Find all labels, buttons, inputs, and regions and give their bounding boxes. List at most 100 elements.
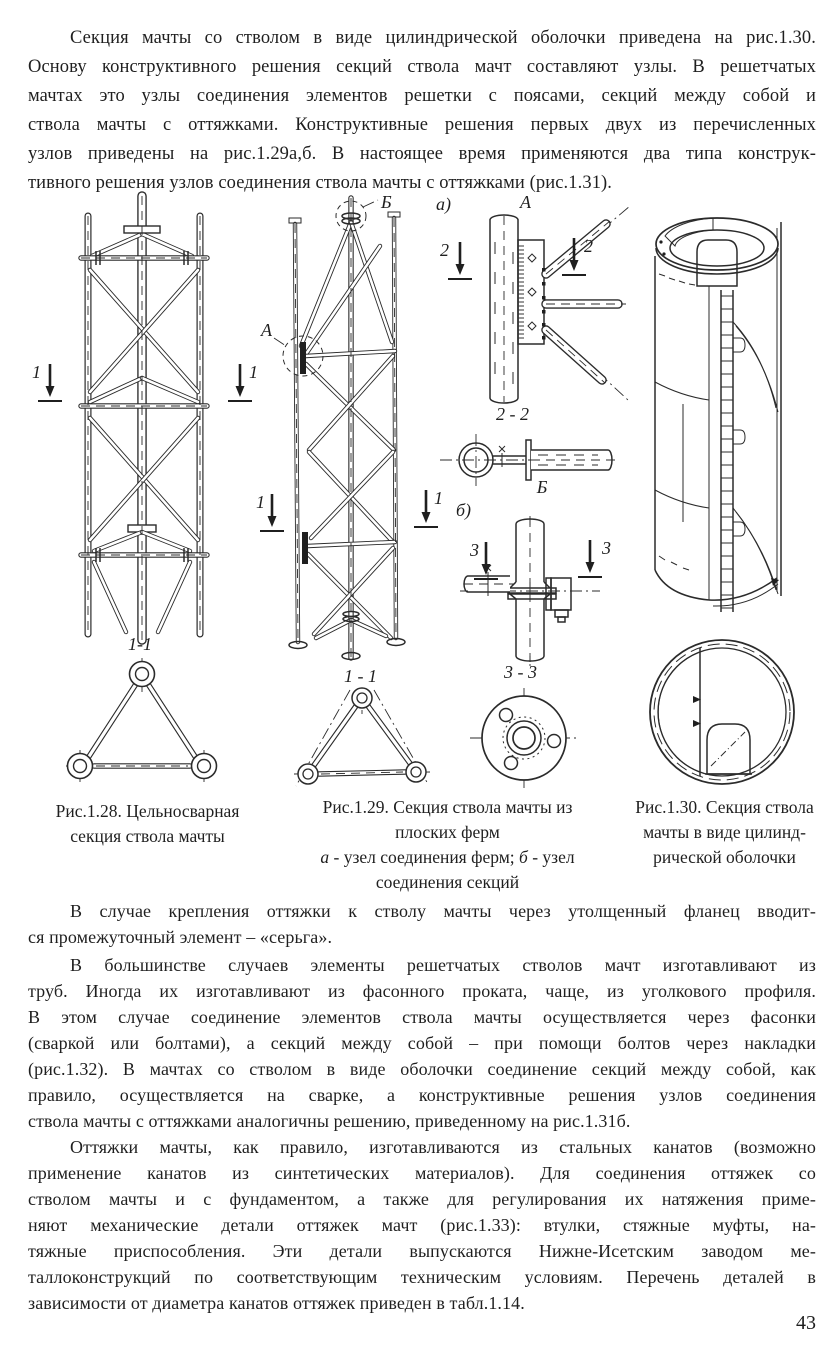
chord-tube [351, 687, 373, 709]
bolt [546, 733, 562, 749]
node-a-label: А [260, 320, 273, 340]
paragraph-intro: Секция мачты со стволом в виде цилиндрич… [28, 24, 816, 198]
node-b-title: Б [536, 477, 548, 497]
sub-b-key: б [519, 847, 528, 867]
page-number: 43 [796, 1312, 816, 1334]
paragraph-tubes: В большинстве случаев элементы решетчаты… [28, 952, 816, 1134]
section-marker-3-left: 3 [469, 540, 500, 581]
fig-1-29-section-drawing [293, 687, 431, 787]
fig-1-28-caption: Рис.1.28. Цельносварная секция ствола ма… [55, 801, 240, 846]
access-opening [696, 239, 738, 287]
rim-hatch [664, 217, 714, 247]
weld-dashes [658, 273, 696, 571]
text-line: В этом случае соединение элементов ствол… [28, 1007, 816, 1027]
tower-foot [288, 640, 308, 650]
lattice-tower-trussed [288, 195, 406, 661]
section-marker-label: 2 [584, 236, 593, 256]
paragraph-guys: Оттяжки мачты, как правило, изготавливаю… [28, 1134, 816, 1316]
chord-tube [128, 660, 156, 688]
mast-tube [509, 518, 551, 662]
fig-1-30-caption: Рис.1.30. Секция ствола мачты в виде цил… [635, 797, 814, 867]
sub-a-key: а [320, 847, 330, 867]
fig-1-29a-node-detail-drawing: а) А [436, 192, 631, 404]
fig-1-29-elevation-drawing: Б А 1 1 [256, 192, 443, 661]
fig-1-29b-node-detail-drawing: б) [456, 500, 611, 666]
fig-1-28-section-drawing [66, 658, 218, 782]
fig-3-3-section-drawing [470, 688, 578, 790]
section-marker-1-left: 1 [32, 362, 64, 403]
stub-tube [463, 564, 514, 596]
section-marker-2-right: 2 [560, 236, 593, 277]
center-hole [512, 726, 536, 750]
section-marker-label: 2 [440, 240, 449, 260]
fig-1-28-elevation-drawing: 1 1 [32, 191, 258, 645]
fig-2-2-section-drawing [440, 434, 616, 486]
text-line: применение канатов из синтетических мате… [28, 1163, 816, 1183]
text-line: В большинстве случаев элементы решетчаты… [70, 955, 816, 975]
sub-a-text: - узел соединения ферм; [329, 847, 520, 867]
flange-plate-lower [507, 593, 557, 600]
bolt-assembly [545, 577, 572, 623]
section-label-1-1: 1-1 [128, 634, 152, 654]
text-line: Оттяжки мачты, как правило, изготавливаю… [70, 1137, 816, 1157]
text-line: В случае крепления оттяжки к стволу мачт… [70, 901, 816, 921]
hatched-segment [657, 651, 701, 773]
chord-tube [405, 761, 427, 783]
section-marker-label: 1 [256, 492, 265, 512]
bolt [498, 707, 514, 723]
leg-ring [458, 442, 494, 478]
shell-front-panel [655, 256, 709, 600]
branch-tubes [541, 219, 626, 385]
section-marker-2-left: 2 [440, 240, 474, 281]
text-line: правило, осуществляется на сварке, а кон… [28, 1085, 816, 1105]
chord-tube [66, 752, 94, 780]
section-label-3-3: 3 - 3 [504, 662, 537, 682]
fig-1-29-caption-sub-line2: соединения секций [375, 872, 520, 892]
paragraph-shackle: В случае крепления оттяжки к стволу мачт… [28, 898, 816, 950]
chord-tube [190, 752, 218, 780]
tower-foot [386, 637, 406, 647]
node-a-title: А [519, 192, 532, 212]
text-line: тивного решения узлов соединения ствола … [28, 173, 613, 193]
section-marker-1-right: 1 [412, 488, 443, 529]
splice-flanges [95, 251, 189, 562]
text-line: ствола мачты с оттяжками. Конструктивные… [28, 115, 816, 135]
text-line: (рис.1.32). В мачтах со стволом в виде о… [28, 1059, 816, 1079]
view-b-label: б) [456, 500, 471, 521]
bolt [503, 755, 519, 771]
section-marker-label: 1 [32, 362, 41, 382]
section-marker-label: 1 [434, 488, 443, 508]
section-label-2-2: 2 - 2 [496, 404, 529, 424]
fig-1-30-cylinder-drawing [654, 217, 782, 612]
cable-run [732, 507, 777, 591]
text-line: труб. Иногда их изготавливают из фасонно… [28, 981, 816, 1001]
text-line: ся промежуточный элемент – «серьга». [28, 927, 333, 947]
section-marker-1-right: 1 [226, 362, 258, 403]
sub-b-text: - узел [527, 847, 575, 867]
section-marker-3-right: 3 [576, 538, 611, 579]
section-marker-label: 3 [601, 538, 611, 558]
text-line: зависимости от диаметра канатов оттяжек … [28, 1293, 525, 1313]
weld-seam [654, 489, 710, 509]
text-line: (сваркой или болтами), а секций между со… [28, 1033, 816, 1053]
fig-1-30-section-drawing [649, 639, 795, 785]
weld-points [542, 268, 546, 340]
section-marker-label: 3 [469, 540, 479, 560]
weld-seam [654, 381, 710, 401]
interior-ladder [720, 290, 746, 612]
text-line: Основу конструктивного решения секций ст… [28, 57, 816, 77]
text-line: таллоконструкций по соответствующим техн… [28, 1267, 816, 1287]
text-line: узлов приведены на рис.1.29а,б. В настоя… [28, 144, 816, 164]
weld-comb [518, 244, 524, 340]
leg-tube [489, 214, 519, 404]
detail-callout-circle-b [335, 200, 367, 232]
flange-plate-upper [507, 587, 557, 594]
gusset-plate [302, 532, 308, 564]
section-marker-1-left: 1 [256, 492, 286, 533]
fig-1-29-caption-title: Рис.1.29. Секция ствола мачты из плоских… [322, 797, 573, 842]
interior-duct [706, 723, 751, 775]
detail-callout-circle-a [282, 335, 324, 377]
view-a-label: а) [436, 194, 451, 215]
text-line: тяжные приспособления. Эти детали выпуск… [28, 1241, 816, 1261]
text-line: стволом мачты и с фундаментом, а также д… [28, 1189, 816, 1209]
